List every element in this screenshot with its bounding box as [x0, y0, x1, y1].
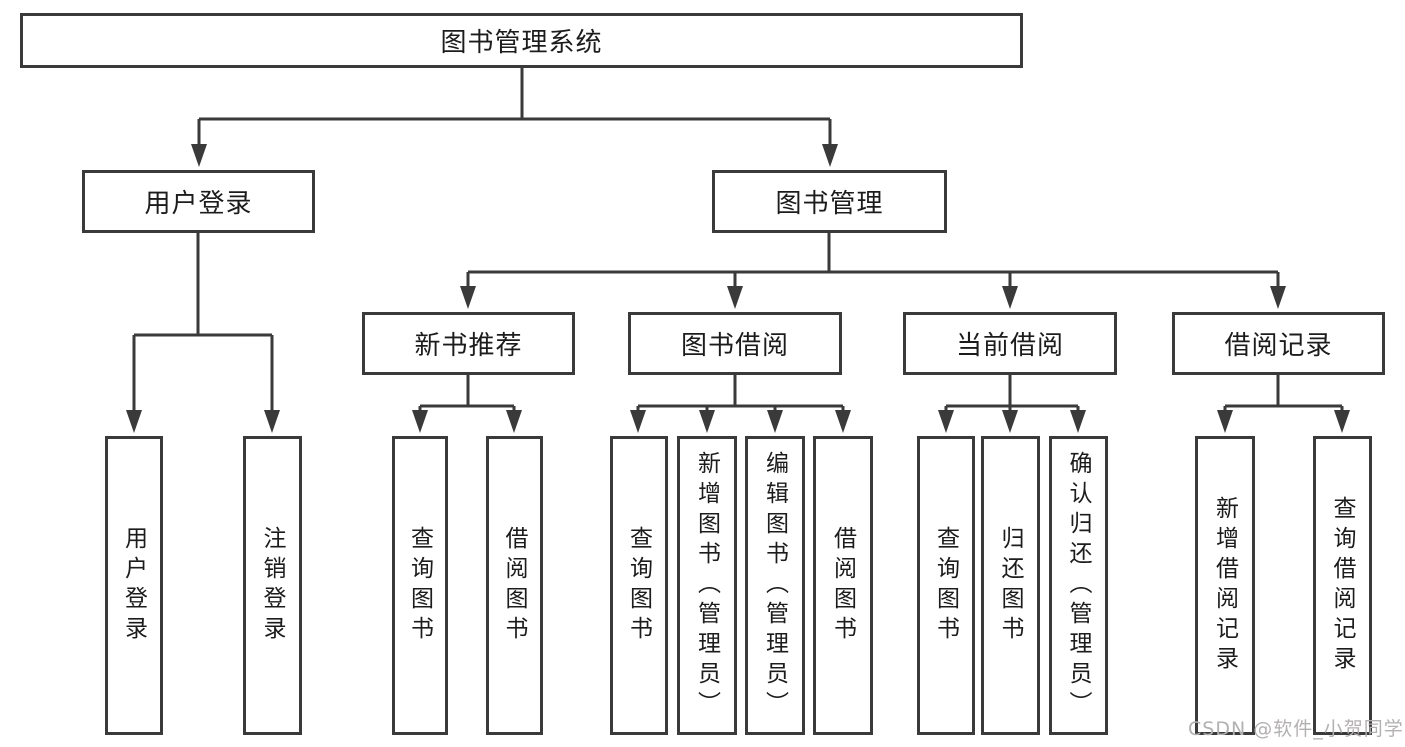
arrowhead-icon [1217, 410, 1233, 433]
csdn-watermark: CSDN @软件_小贺同学 [1188, 718, 1404, 740]
arrowhead-icon [460, 286, 476, 309]
node-label: 借阅记录 [1224, 331, 1333, 360]
leaf-user-login: 用户登录 [105, 436, 163, 735]
node-label: 编辑图书（管理员） [762, 450, 788, 721]
connector-new-book-recommend-to-leaves [412, 375, 522, 433]
leaf-edit-book-admin: 编辑图书（管理员） [745, 436, 805, 735]
arrowhead-icon [938, 410, 954, 433]
arrowhead-icon [412, 410, 428, 433]
connector-user-login-to-leaves [126, 233, 280, 433]
arrowhead-icon [1334, 410, 1350, 433]
node-label: 查询借阅记录 [1330, 495, 1355, 676]
arrowhead-icon [630, 410, 646, 433]
node-label: 确认归还（管理员） [1066, 450, 1091, 721]
node-label: 借阅图书 [502, 525, 527, 646]
arrowhead-icon [506, 410, 522, 433]
leaf-confirm-return-admin: 确认归还（管理员） [1049, 436, 1108, 735]
node-new-book-recommend: 新书推荐 [362, 312, 575, 375]
node-label: 图书管理系统 [440, 28, 603, 57]
arrowhead-icon [1002, 410, 1018, 433]
leaf-query-books-recommend: 查询图书 [392, 436, 448, 735]
node-borrow-records: 借阅记录 [1172, 312, 1385, 375]
node-label: 用户登录 [121, 525, 147, 646]
node-label: 当前借阅 [955, 331, 1064, 360]
leaf-add-book-admin: 新增图书（管理员） [677, 436, 737, 735]
node-label: 新增图书（管理员） [694, 450, 720, 721]
leaf-query-borrow-record: 查询借阅记录 [1313, 436, 1372, 735]
node-label: 用户登录 [144, 189, 253, 218]
arrowhead-icon [699, 410, 715, 433]
arrowhead-icon [767, 410, 783, 433]
arrowhead-icon [191, 144, 207, 167]
node-label: 查询图书 [626, 525, 652, 646]
node-label: 借阅图书 [830, 525, 856, 646]
node-user-login: 用户登录 [82, 170, 315, 233]
node-label: 新增借阅记录 [1212, 495, 1238, 676]
node-book-borrowing: 图书借阅 [628, 312, 842, 375]
leaf-add-borrow-record: 新增借阅记录 [1195, 436, 1255, 735]
arrowhead-icon [1070, 410, 1086, 433]
connector-borrow-records-to-leaves [1217, 375, 1350, 433]
node-label: 新书推荐 [414, 331, 523, 360]
arrowhead-icon [822, 144, 838, 167]
node-current-borrowing: 当前借阅 [903, 312, 1117, 375]
connector-root-to-level2 [191, 68, 838, 167]
arrowhead-icon [727, 286, 743, 309]
node-label: 图书管理 [775, 189, 884, 218]
arrowhead-icon [835, 410, 851, 433]
leaf-borrow-books-borrowing: 借阅图书 [813, 436, 873, 735]
node-book-management: 图书管理 [712, 170, 947, 233]
connector-book-management-to-level3 [460, 233, 1286, 309]
arrowhead-icon [264, 410, 280, 433]
arrowhead-icon [1002, 286, 1018, 309]
node-label: 查询图书 [933, 525, 959, 646]
leaf-query-books-current: 查询图书 [917, 436, 975, 735]
node-library-management-system: 图书管理系统 [20, 13, 1023, 68]
leaf-borrow-books-recommend: 借阅图书 [486, 436, 543, 735]
node-label: 查询图书 [407, 525, 433, 646]
node-label: 图书借阅 [680, 331, 789, 360]
connector-current-borrowing-to-leaves [938, 375, 1086, 433]
node-label: 注销登录 [260, 525, 285, 646]
leaf-return-books: 归还图书 [981, 436, 1040, 735]
leaf-query-books-borrowing: 查询图书 [610, 436, 668, 735]
arrowhead-icon [1270, 286, 1286, 309]
node-label: 归还图书 [998, 525, 1023, 646]
connector-book-borrowing-to-leaves [630, 375, 851, 433]
arrowhead-icon [126, 410, 142, 433]
leaf-logout: 注销登录 [243, 436, 302, 735]
